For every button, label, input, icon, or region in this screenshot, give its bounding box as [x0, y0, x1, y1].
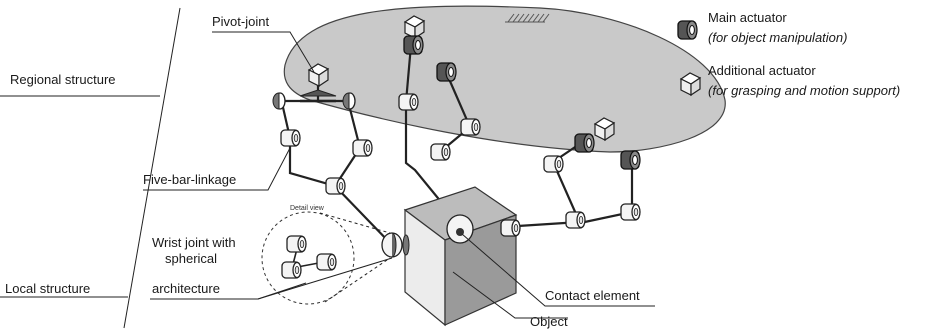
passive-joint	[620, 203, 641, 221]
base-plate	[283, 5, 726, 153]
main-actuator-icon	[677, 20, 698, 40]
main-actuator	[574, 133, 595, 153]
legend: Main actuator (for object manipulation) …	[677, 10, 900, 98]
legend-main-actuator: Main actuator (for object manipulation)	[677, 10, 847, 45]
detail-view: Detail view	[261, 205, 391, 305]
right-contact-cylinder	[500, 219, 521, 237]
wrist-detail-joint	[316, 253, 337, 271]
passive-joint	[430, 143, 451, 161]
wrist-detail-joint	[281, 261, 302, 279]
wrist-joint-label-line3: architecture	[152, 281, 220, 296]
object-leader	[452, 271, 568, 319]
passive-joint	[325, 177, 346, 195]
wrist-detail-joint	[286, 235, 307, 253]
pivot-half-joint-right	[342, 92, 356, 110]
contact-element	[446, 214, 474, 244]
wrist-disc	[402, 234, 410, 256]
pivot-joint	[299, 63, 337, 103]
passive-joint	[280, 129, 301, 147]
legend-additional-title: Additional actuator	[708, 63, 816, 78]
passive-joint	[460, 118, 481, 136]
contact-element-leader	[461, 233, 655, 307]
pivot-joint-label: Pivot-joint	[212, 14, 269, 29]
passive-joint	[543, 155, 564, 173]
wrist-joint-label-line2: spherical	[165, 251, 217, 266]
legend-additional-subtitle: (for grasping and motion support)	[708, 83, 900, 98]
contact-element-label: Contact element	[545, 288, 640, 303]
legend-main-subtitle: (for object manipulation)	[708, 30, 847, 45]
wrist-joint	[381, 232, 403, 258]
wrist-joint-leader	[257, 257, 393, 300]
main-actuator	[403, 35, 424, 55]
five-bar-linkage-leader	[143, 147, 291, 191]
legend-main-title: Main actuator	[708, 10, 787, 25]
object-box	[403, 186, 518, 327]
object-label: Object	[530, 314, 568, 329]
pivot-half-joint-left	[272, 92, 286, 110]
wrist-joint-label-line1: Wrist joint with	[152, 235, 236, 250]
main-actuator	[436, 62, 457, 82]
main-actuator	[620, 150, 641, 170]
passive-joint	[565, 211, 586, 229]
regional-structure-label: Regional structure	[10, 72, 116, 87]
ground-hatching	[505, 13, 550, 23]
passive-joint	[352, 139, 373, 157]
local-structure-label: Local structure	[5, 281, 90, 296]
legend-additional-actuator: Additional actuator (for grasping and mo…	[680, 63, 900, 98]
detail-view-label: Detail view	[290, 205, 325, 212]
passive-joint	[398, 93, 419, 111]
structure-brackets	[0, 7, 181, 329]
pivot-joint-leader	[212, 31, 315, 73]
five-bar-linkage-label: Five-bar-linkage	[143, 172, 236, 187]
